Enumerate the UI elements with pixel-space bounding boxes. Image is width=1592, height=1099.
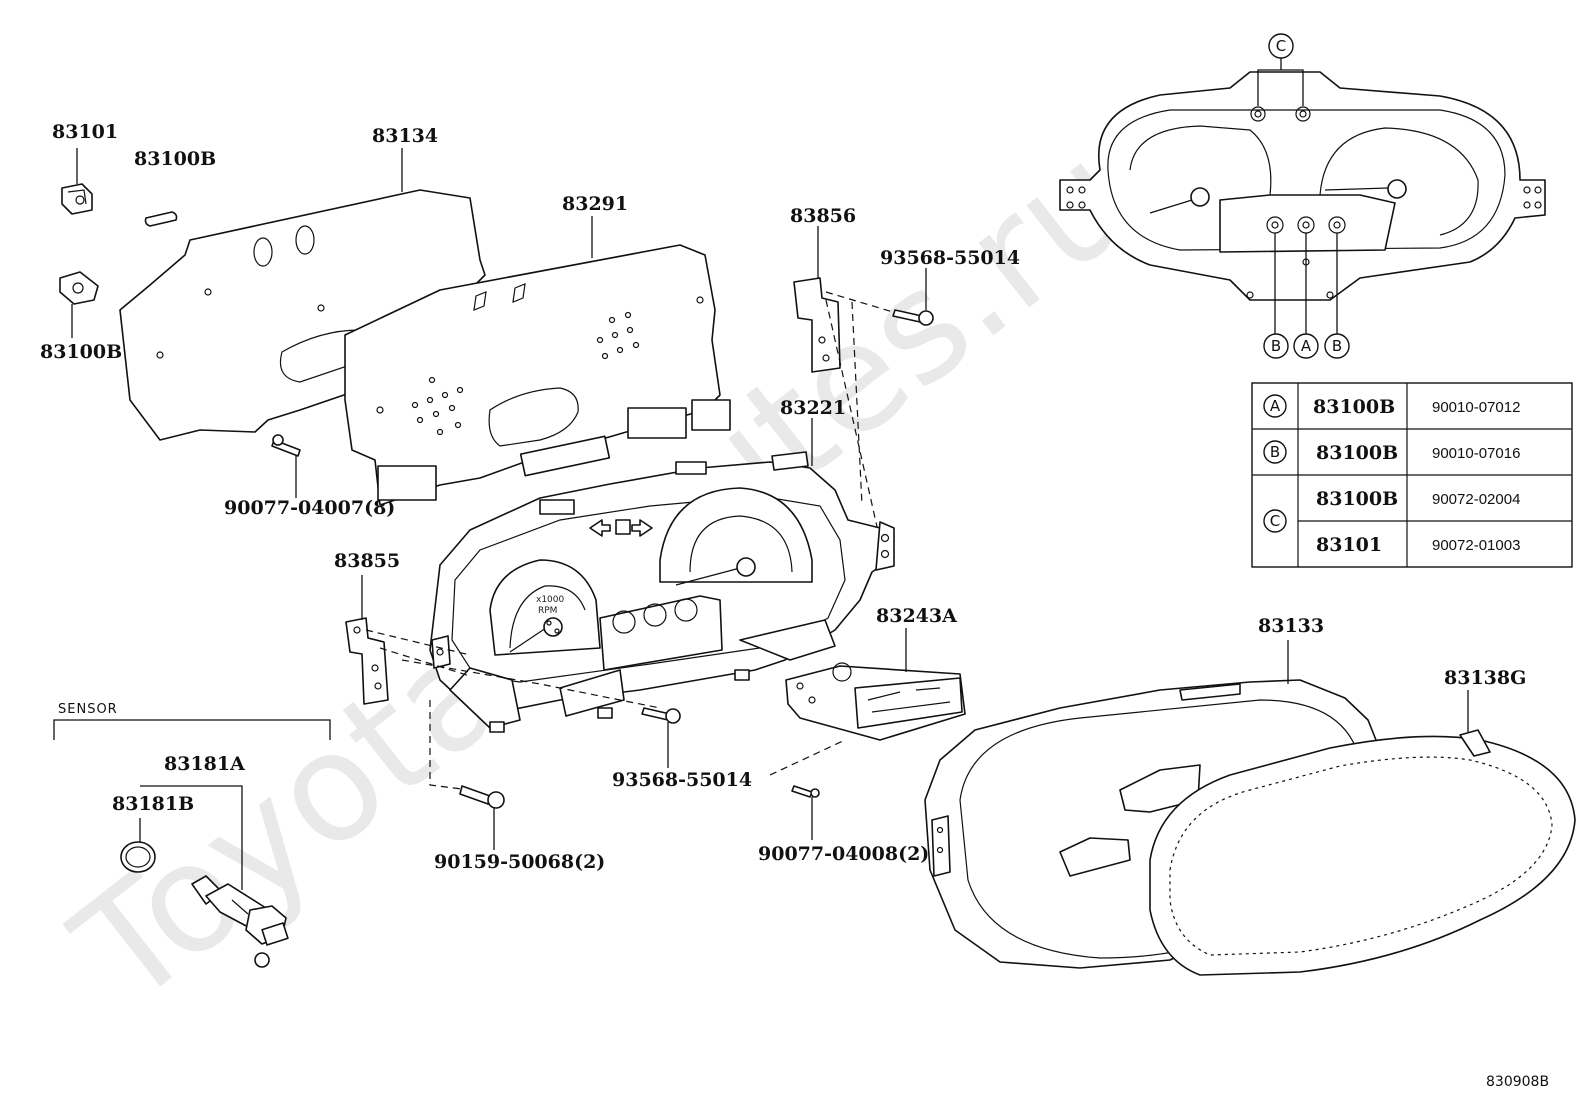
label-93568-bottom: 93568-55014 [612, 769, 752, 791]
guide-83855-b [379, 647, 471, 677]
table-row-c2-part: 83101 [1316, 534, 1382, 556]
table-row-c-part: 83100B [1316, 488, 1398, 510]
bulb-83100B-top [144, 211, 178, 227]
screw-93568-bottom [641, 707, 681, 724]
screw-93568-top [892, 309, 934, 326]
leader-callout-c [1257, 58, 1304, 106]
svg-text:B: B [1271, 337, 1281, 355]
table-row-b-part: 83100B [1316, 442, 1398, 464]
table-row-c: C 83100B 90072-02004 [1263, 488, 1520, 533]
socket-83101 [61, 183, 93, 215]
svg-text:C: C [1270, 512, 1280, 530]
label-83291: 83291 [562, 193, 628, 215]
glass-83138G [1149, 729, 1576, 976]
callout-b-right: B [1324, 333, 1350, 359]
board-pads-right [596, 311, 640, 360]
label-83101: 83101 [52, 121, 118, 143]
label-93568-top: 93568-55014 [880, 247, 1020, 269]
rpm-unit-text: RPM [538, 606, 557, 616]
table-row-c2-code: 90072-01003 [1432, 537, 1520, 554]
svg-text:A: A [1301, 337, 1312, 355]
diagram-code: 830908B [1486, 1074, 1549, 1090]
rpm-scale-text: x1000 [536, 595, 565, 605]
meter-housing-83221: x1000 RPM [429, 451, 895, 733]
screw-90159 [459, 785, 505, 809]
bulb-table: A 83100B 90010-07012 B 83100B 90010-0701… [1251, 382, 1573, 568]
bracket-83855 [345, 617, 389, 705]
svg-text:B: B [1332, 337, 1342, 355]
guide-83855-c [401, 659, 661, 709]
svg-text:A: A [1270, 397, 1281, 415]
table-row-a: A 83100B 90010-07012 [1263, 394, 1520, 418]
table-row-c2: 83101 90072-01003 [1316, 534, 1520, 556]
guide-83856-bracket [851, 301, 863, 506]
display-module-83243A [785, 662, 966, 741]
callout-b-left: B [1263, 333, 1289, 359]
bracket-83856 [793, 277, 841, 373]
guide-83243A [769, 739, 846, 776]
label-83855: 83855 [334, 550, 400, 572]
o-ring-83181B [120, 841, 156, 873]
screw-90077-04008 [791, 785, 820, 798]
guide-83855-d [429, 700, 471, 791]
label-90077-04008: 90077-04008(2) [758, 843, 929, 865]
lens-cover-83133 [924, 679, 1381, 969]
socket-83100B-left [59, 271, 99, 305]
label-83221: 83221 [780, 397, 846, 419]
label-90077-04007: 90077-04007(8) [224, 497, 395, 519]
label-83133: 83133 [1258, 615, 1324, 637]
assembled-cluster [1059, 71, 1546, 301]
label-83100B-left: 83100B [40, 341, 122, 363]
guide-83855-a [365, 629, 471, 656]
table-row-c-code: 90072-02004 [1432, 491, 1520, 508]
sensor-section-label: SENSOR [58, 702, 118, 717]
label-83134: 83134 [372, 125, 438, 147]
label-83181A: 83181A [164, 753, 245, 775]
table-row-b-code: 90010-07016 [1432, 445, 1520, 462]
label-83856: 83856 [790, 205, 856, 227]
speed-sensor-83181A [191, 875, 289, 968]
leader-83181A [140, 785, 243, 890]
screw-90077-04007 [271, 434, 301, 457]
svg-text:B: B [1270, 443, 1280, 461]
label-83181B: 83181B [112, 793, 194, 815]
label-83138G: 83138G [1444, 667, 1526, 689]
label-83100B-top: 83100B [134, 148, 216, 170]
callout-a: A [1293, 333, 1319, 359]
sensor-bracket [53, 719, 331, 740]
table-row-b: B 83100B 90010-07016 [1263, 440, 1520, 464]
guide-83221-left [825, 299, 881, 541]
label-90159: 90159-50068(2) [434, 851, 605, 873]
table-row-a-code: 90010-07012 [1432, 399, 1520, 416]
printed-circuit-83134 [119, 189, 491, 441]
circuit-board-83291 [344, 244, 731, 506]
table-row-a-part: 83100B [1313, 396, 1395, 418]
label-83243A: 83243A [876, 605, 957, 627]
callout-c-top: C [1268, 33, 1294, 59]
svg-text:C: C [1276, 37, 1286, 55]
board-pads-left [411, 376, 464, 436]
